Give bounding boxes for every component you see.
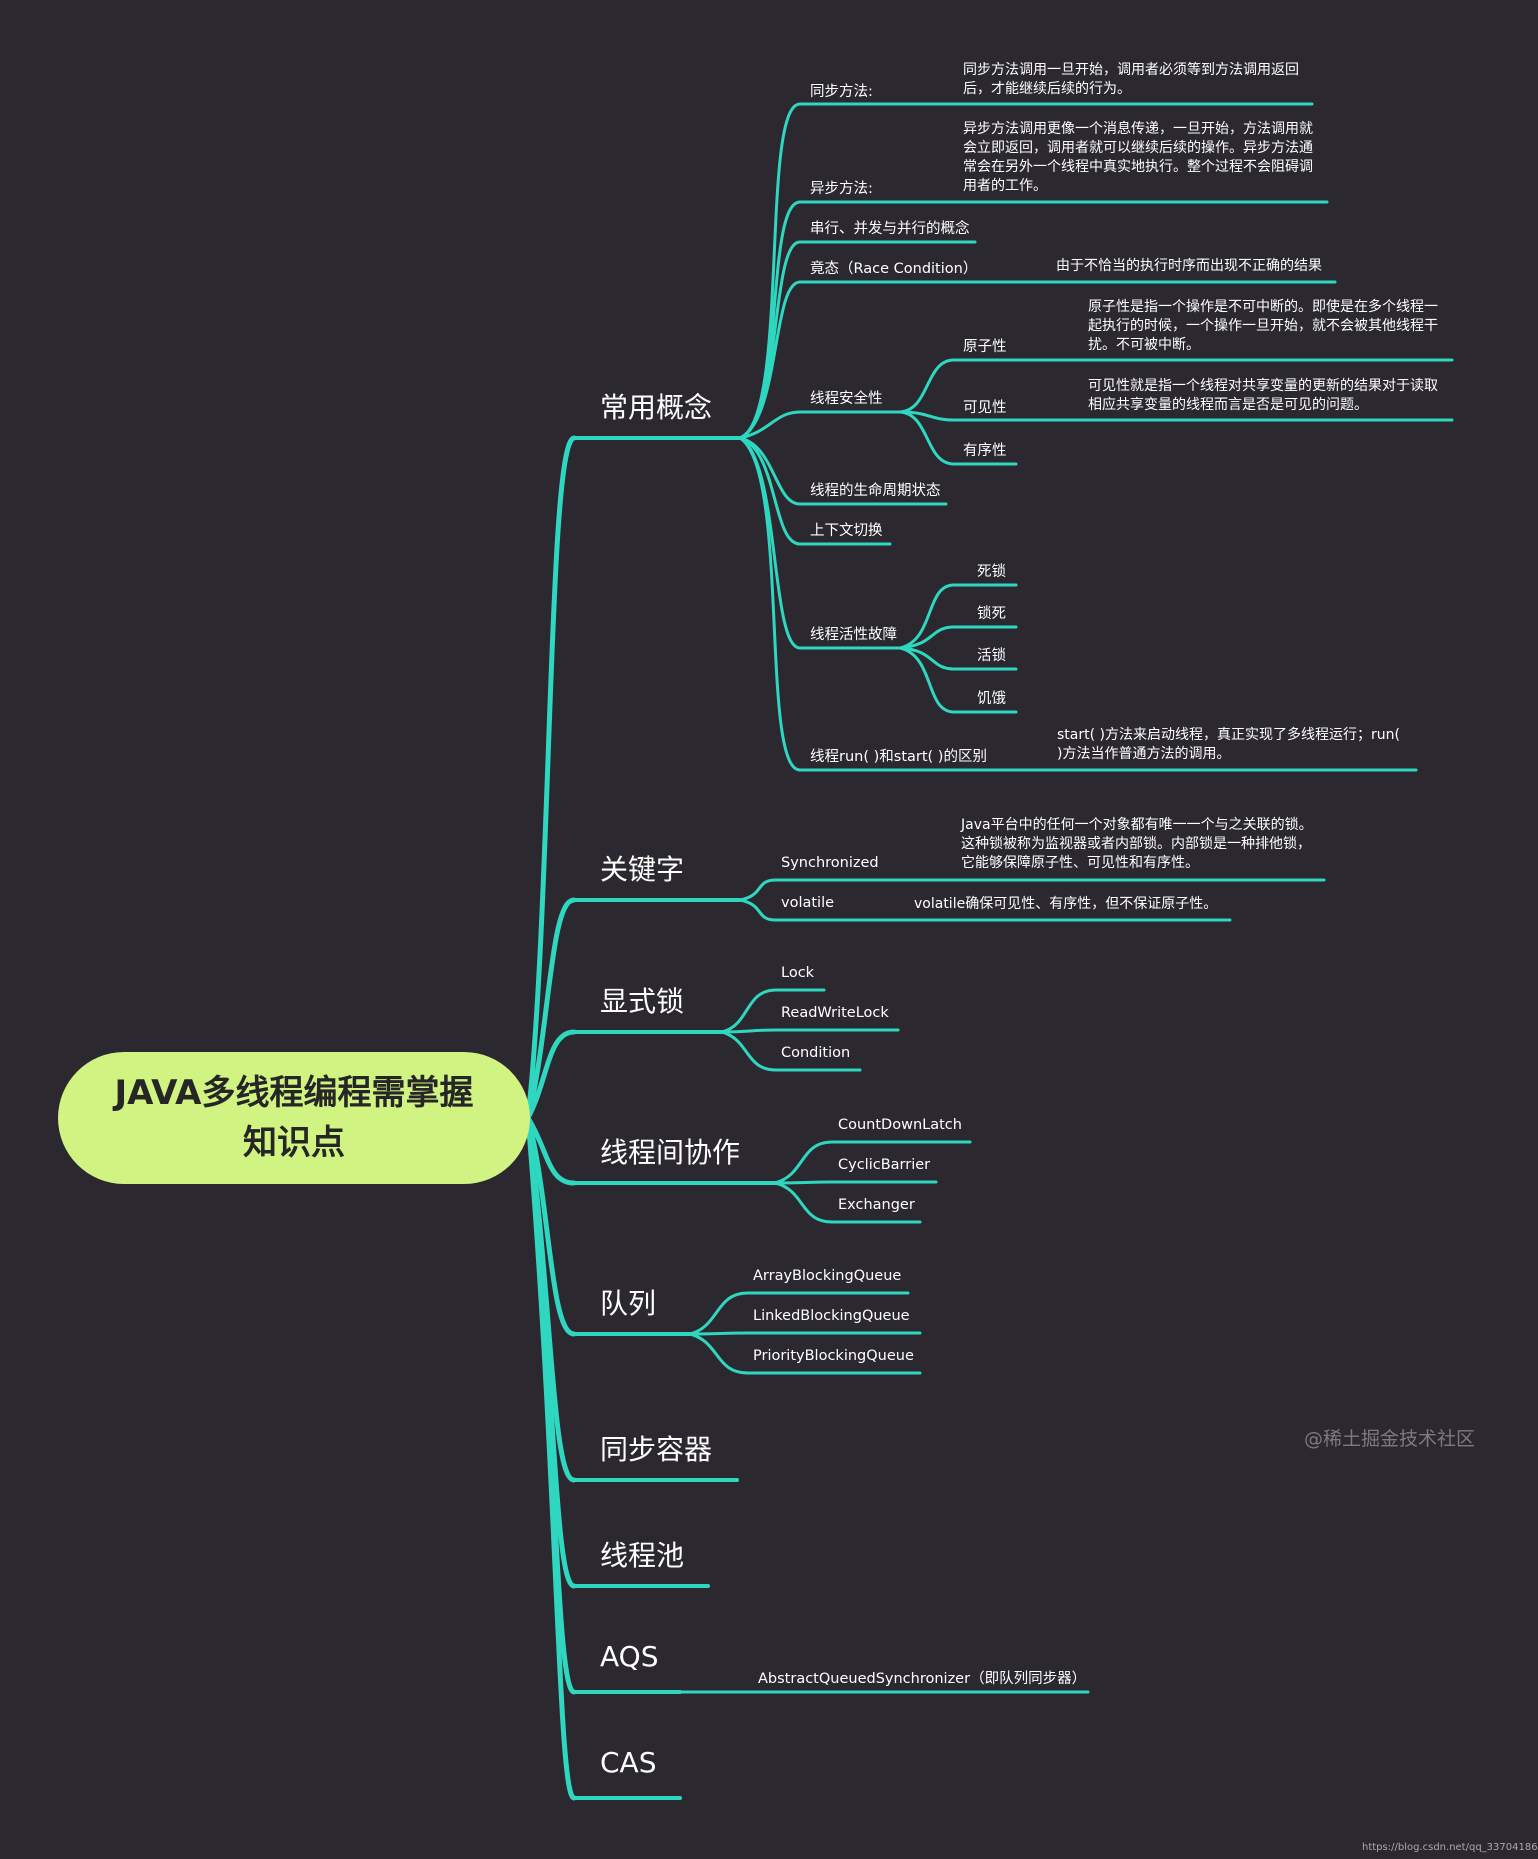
node-serial-concurrent: 串行、并发与并行的概念 <box>810 221 970 237</box>
node-race: 竟态（Race Condition） <box>810 261 978 277</box>
link-root-queue <box>525 1115 577 1337</box>
link-race <box>738 280 802 440</box>
branch-aqs: AQS <box>600 1640 659 1673</box>
link-starvation <box>898 646 956 714</box>
node-readwritelock: ReadWriteLock <box>781 1005 889 1021</box>
link-sync-method <box>738 102 802 440</box>
node-linkedblockingqueue: LinkedBlockingQueue <box>753 1308 910 1324</box>
branch-keywords: 关键字 <box>600 853 685 886</box>
link-root-keywords <box>525 897 577 1121</box>
node-arrayblockingqueue: ArrayBlockingQueue <box>753 1268 902 1284</box>
root-topic: JAVA多线程编程需掌握知识点 <box>58 1052 530 1184</box>
link-rwlock <box>720 1028 778 1034</box>
link-root-explicit-lock <box>525 1029 577 1121</box>
source-credit: https://blog.csdn.net/qq_33704186 <box>1362 1842 1538 1853</box>
link-priority-queue <box>688 1332 750 1375</box>
node-livelock: 活锁 <box>977 648 1006 664</box>
link-lock <box>720 988 778 1034</box>
watermark: @稀土掘金技术社区 <box>1304 1428 1476 1450</box>
node-cyclicbarrier: CyclicBarrier <box>838 1157 931 1173</box>
note-synchronized: Java平台中的任何一个对象都有唯一一个与之关联的锁。这种锁被称为监视器或者内部… <box>961 817 1313 871</box>
branch-sync-container: 同步容器 <box>600 1433 713 1466</box>
branch-queue: 队列 <box>600 1287 657 1320</box>
link-thread-safety <box>738 410 802 440</box>
link-root-cooperation <box>525 1115 577 1186</box>
node-lock-dead: 锁死 <box>977 606 1006 622</box>
branch-explicit-lock: 显式锁 <box>600 985 685 1018</box>
link-context-switch <box>738 436 802 546</box>
link-exchanger <box>773 1181 834 1224</box>
node-starvation: 饥饿 <box>977 691 1006 707</box>
node-context-switch: 上下文切换 <box>810 523 883 539</box>
node-async-method: 异步方法: <box>810 181 873 197</box>
node-run-start: 线程run( )和start( )的区别 <box>810 749 987 765</box>
node-condition: Condition <box>781 1045 851 1061</box>
link-atomicity <box>898 358 956 414</box>
link-condition <box>720 1030 778 1072</box>
link-barrier <box>773 1180 834 1185</box>
branch-cas: CAS <box>600 1746 657 1779</box>
root-title: JAVA多线程编程需掌握知识点 <box>114 1073 474 1163</box>
node-lock: Lock <box>781 965 815 981</box>
node-deadlock: 死锁 <box>977 564 1006 580</box>
node-exchanger: Exchanger <box>838 1197 915 1213</box>
link-synchronized <box>738 878 778 902</box>
node-volatile: volatile <box>781 895 835 911</box>
node-thread-safety: 线程安全性 <box>810 391 883 407</box>
branch-thread-pool: 线程池 <box>600 1539 685 1572</box>
node-lifecycle: 线程的生命周期状态 <box>810 483 941 499</box>
note-race: 由于不恰当的执行时序而出现不正确的结果 <box>1056 258 1322 274</box>
note-sync-method: 同步方法调用一旦开始，调用者必须等到方法调用返回后，才能继续后续的行为。 <box>963 62 1299 97</box>
link-lock-dead <box>898 625 956 650</box>
link-linked-queue <box>688 1331 750 1336</box>
node-liveness: 线程活性故障 <box>810 627 897 643</box>
note-visibility: 可见性就是指一个线程对共享变量的更新的结果对于读取相应共享变量的线程而言是否是可… <box>1088 378 1438 413</box>
link-deadlock <box>898 583 956 650</box>
node-ordering: 有序性 <box>963 443 1007 459</box>
link-volatile <box>738 898 778 922</box>
note-atomicity: 原子性是指一个操作是不可中断的。即使是在多个线程一起执行的时候，一个操作一旦开始… <box>1088 299 1438 353</box>
branch-cooperation: 线程间协作 <box>600 1136 741 1169</box>
node-visibility: 可见性 <box>963 400 1007 416</box>
link-livelock <box>898 646 956 671</box>
node-priorityblockingqueue: PriorityBlockingQueue <box>753 1348 914 1364</box>
link-root-concepts <box>525 435 577 1121</box>
link-root-cas <box>525 1115 577 1801</box>
link-array-queue <box>688 1291 750 1336</box>
note-async-method: 异步方法调用更像一个消息传递，一旦开始，方法调用就会立即返回，调用者就可以继续后… <box>963 121 1313 194</box>
link-ordering <box>898 410 956 466</box>
note-volatile: volatile确保可见性、有序性，但不保证原子性。 <box>914 896 1218 912</box>
node-sync-method: 同步方法: <box>810 84 873 100</box>
link-run-start <box>738 436 802 772</box>
node-countdownlatch: CountDownLatch <box>838 1117 962 1133</box>
node-atomicity: 原子性 <box>963 339 1007 355</box>
node-synchronized: Synchronized <box>781 855 879 871</box>
branch-concepts: 常用概念 <box>600 391 713 424</box>
link-countdown <box>773 1140 834 1185</box>
node-aqs-full: AbstractQueuedSynchronizer（即队列同步器） <box>758 1671 1087 1687</box>
note-run-start: start( )方法来启动线程，真正实现了多线程运行；run( )方法当作普通方… <box>1057 727 1400 762</box>
